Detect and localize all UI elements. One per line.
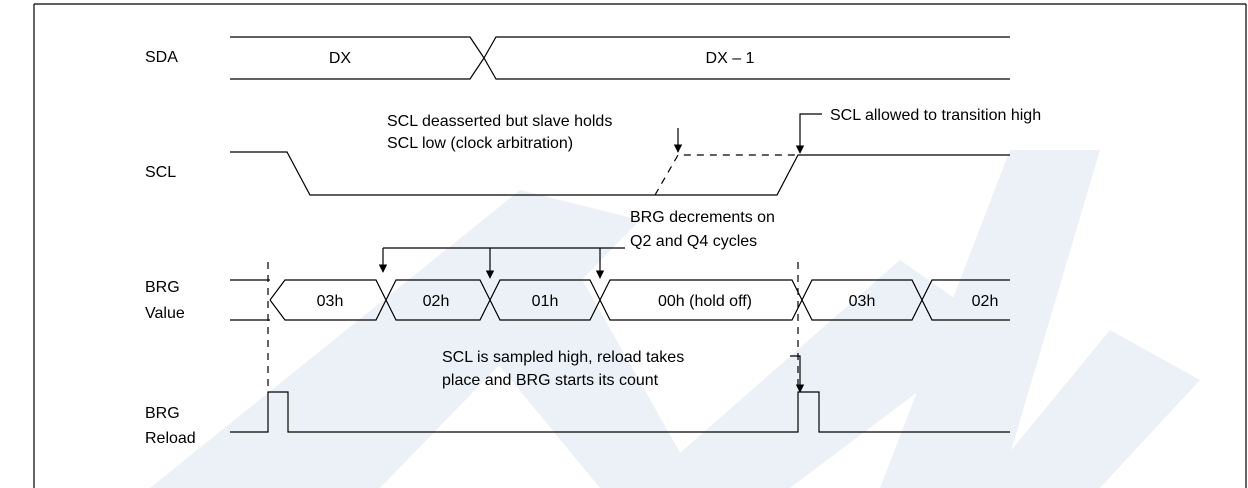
sda-state-dx: DX xyxy=(329,50,352,67)
sda-state-dx-minus-1: DX – 1 xyxy=(706,50,755,67)
annotation-scl-allowed: SCL allowed to transition high xyxy=(830,107,1041,124)
brg-state-01h: 01h xyxy=(532,293,559,310)
brg-value-bus xyxy=(230,279,1010,321)
annotation-scl-sampled-line-1: SCL is sampled high, reload takes xyxy=(442,349,684,366)
brg-state-03h-reload: 03h xyxy=(849,293,876,310)
annotation-brg-decrement-line-2: Q2 and Q4 cycles xyxy=(630,233,757,250)
brg-reload-waveform xyxy=(230,391,1010,433)
annotation-scl-hold-line-2: SCL low (clock arbitration) xyxy=(387,135,573,152)
annotation-scl-hold-line-1: SCL deasserted but slave holds xyxy=(387,113,612,130)
scl-waveform xyxy=(230,151,1010,196)
reference-lines xyxy=(267,262,799,392)
annotation-scl-allowed-arrow xyxy=(795,113,822,154)
annotation-brg-decrement-arrows xyxy=(378,247,625,279)
brg-state-00h-hold-off: 00h (hold off) xyxy=(658,293,752,310)
annotation-scl-sampled-arrow xyxy=(790,355,805,393)
annotation-brg-decrement-line-1: BRG decrements on xyxy=(630,209,775,226)
signal-label-brg-reload-1: BRG xyxy=(145,405,180,422)
brg-state-03h: 03h xyxy=(317,293,344,310)
signal-label-sda: SDA xyxy=(145,49,178,66)
brg-state-02h: 02h xyxy=(423,293,450,310)
brg-state-02h-next: 02h xyxy=(972,293,999,310)
annotation-scl-sampled-line-2: place and BRG starts its count xyxy=(442,372,659,389)
watermark-logo xyxy=(150,150,1200,488)
frame xyxy=(33,3,1247,488)
signal-label-scl: SCL xyxy=(145,164,176,181)
signal-label-brg-reload-2: Reload xyxy=(145,430,196,447)
signal-label-brg-value-2: Value xyxy=(145,305,185,322)
signal-label-brg-value-1: BRG xyxy=(145,279,180,296)
sda-waveform xyxy=(230,36,1010,80)
